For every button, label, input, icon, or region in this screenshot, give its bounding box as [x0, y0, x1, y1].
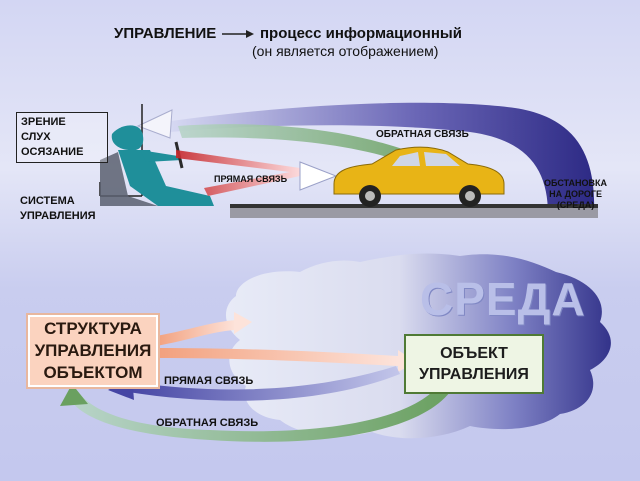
bottom-feedback-arrowhead [60, 384, 88, 406]
road [230, 204, 598, 218]
object-box: ОБЪЕКТ УПРАВЛЕНИЯ [404, 334, 544, 394]
heading-left: УПРАВЛЕНИЕ [114, 25, 217, 42]
road-label: ОБСТАНОВКА НА ДОРОГЕ (СРЕДА) [544, 178, 607, 211]
bottom-feedback-arrow [70, 386, 450, 442]
senses-box: ЗРЕНИЕ СЛУХ ОСЯЗАНИЕ [16, 112, 108, 163]
structure-line3: ОБЪЕКТОМ [43, 363, 143, 382]
car [333, 146, 505, 207]
structure-line2: УПРАВЛЕНИЯ [34, 341, 152, 360]
bottom-feedback-label: ОБРАТНАЯ СВЯЗЬ [156, 417, 259, 429]
structure-line1: СТРУКТУРА [44, 319, 142, 338]
road-label-line2: НА ДОРОГЕ [549, 189, 602, 199]
top-feedback-label: ОБРАТНАЯ СВЯЗЬ [376, 129, 469, 140]
control-system-label: СИСТЕМА УПРАВЛЕНИЯ [20, 194, 96, 224]
heading-right: процесс информационный [260, 25, 462, 42]
bottom-blue-arrow [128, 366, 400, 401]
control-system-line2: УПРАВЛЕНИЯ [20, 210, 96, 222]
bottom-direct-label: ПРЯМАЯ СВЯЗЬ [164, 375, 254, 387]
bottom-direct-arrow-lower [156, 348, 398, 366]
senses-sight: ЗРЕНИЕ [21, 116, 66, 128]
heading-arrow [222, 30, 254, 38]
senses-hearing: СЛУХ [21, 131, 51, 143]
car-feedback-arrow [178, 124, 430, 168]
control-system-line1: СИСТЕМА [20, 195, 75, 207]
bottom-direct-arrow-upper [156, 320, 236, 346]
bottom-direct-arrowhead-upper [234, 312, 252, 334]
road-label-line1: ОБСТАНОВКА [544, 178, 608, 188]
environment-feedback-arc [150, 102, 595, 214]
direct-arrowhead [299, 161, 338, 191]
top-direct-label: ПРЯМАЯ СВЯЗЬ [214, 174, 288, 184]
feedback-arrowhead [136, 109, 173, 139]
senses-touch: ОСЯЗАНИЕ [21, 146, 84, 158]
environment-title: СРЕДА [420, 273, 586, 325]
direct-link-beam [176, 150, 300, 196]
road-label-line3: (СРЕДА) [556, 200, 595, 210]
object-line2: УПРАВЛЕНИЯ [419, 366, 529, 383]
driver-figure [100, 125, 214, 206]
heading-subtitle: (он является отображением) [252, 43, 439, 59]
structure-box: СТРУКТУРА УПРАВЛЕНИЯ ОБЪЕКТОМ [26, 313, 160, 389]
object-line1: ОБЪЕКТ [440, 345, 508, 362]
